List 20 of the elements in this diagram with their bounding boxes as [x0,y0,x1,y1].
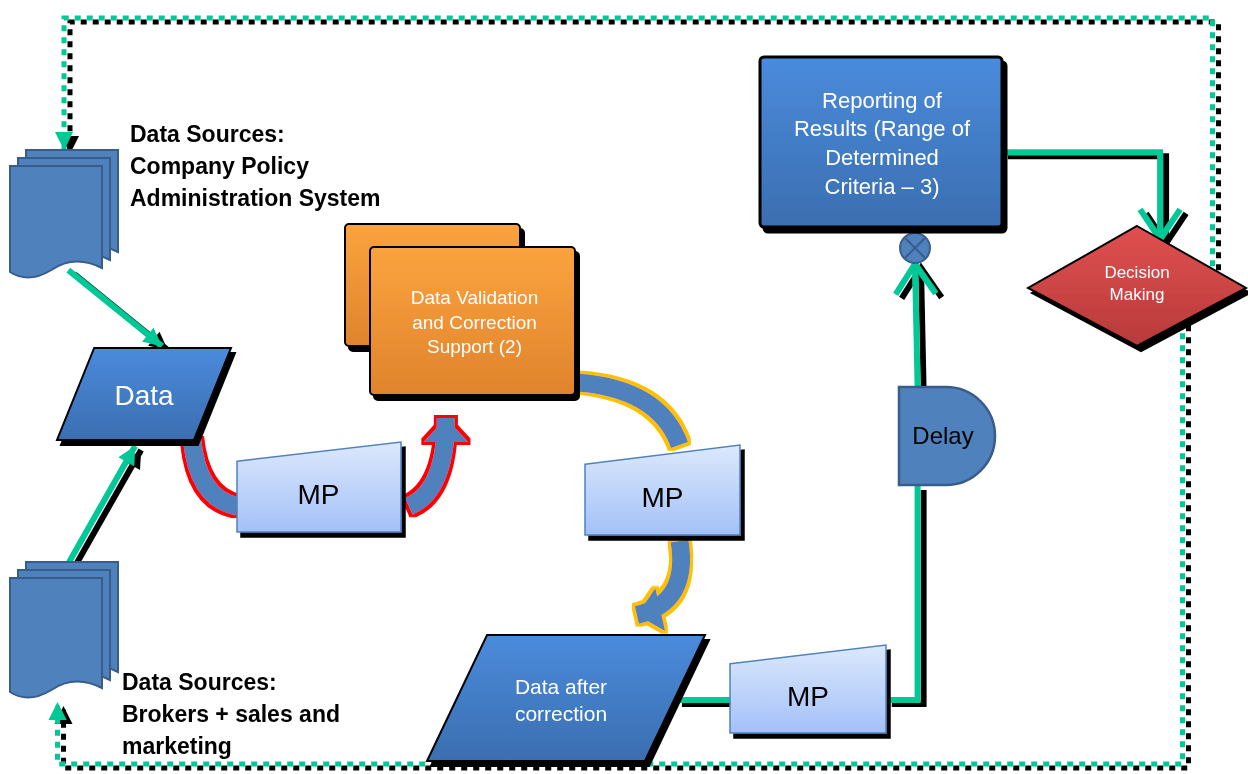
node-label: MP [787,679,829,714]
node-label: Data after correction [513,673,609,727]
feedback-arrow [48,321,1185,767]
node-label: Reporting of Results (Range of Determined Criteria – 3) [792,86,972,201]
connector-arrow [66,267,164,349]
source-caption: Data Sources: Brokers + sales and marketing [122,668,341,762]
node-label: MP [297,477,340,512]
summing-junction [899,232,931,264]
node-label: Delay [912,421,974,452]
feedback-arrow [55,15,1215,267]
node-label: Data Validation and Correction Support (2) [409,285,540,360]
node-label: MP [641,480,684,515]
node-label: Data [114,378,174,413]
document-stack-icon [10,150,118,282]
source-caption: Data Sources: Company Policy Administration System [130,120,382,214]
delay-shape [898,386,996,486]
connector-arrow [892,261,939,387]
curved-block-arrow [634,539,691,630]
document-stack-icon [10,562,118,702]
node-label: Decision Making [1103,261,1171,306]
